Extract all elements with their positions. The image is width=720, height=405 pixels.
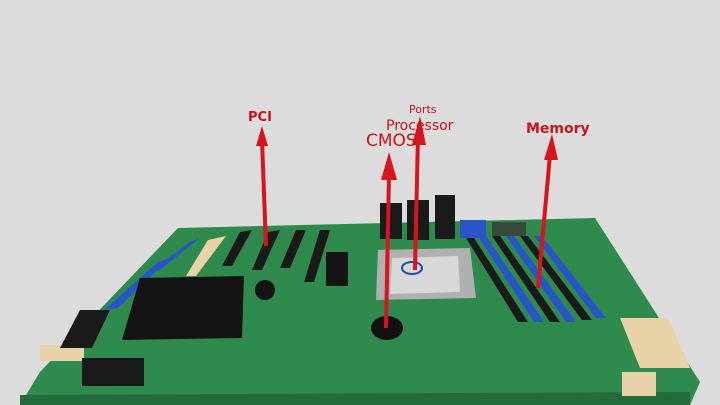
arrow-processor — [412, 116, 426, 271]
label-cmos: CMOS — [366, 131, 417, 151]
arrow-pci — [256, 126, 268, 247]
usb-header — [82, 358, 144, 386]
pci-slots — [104, 230, 330, 310]
capacitor — [255, 280, 275, 300]
label-processor: Processor — [386, 118, 454, 134]
arrow-memory — [536, 134, 558, 289]
chipset-heatsink — [122, 276, 244, 340]
memory-slots — [466, 236, 606, 322]
label-ports: Ports — [409, 103, 437, 116]
label-memory: Memory — [526, 121, 590, 137]
board-edge — [20, 392, 690, 405]
header-connector — [40, 345, 84, 361]
sata-ports — [60, 310, 110, 348]
power-connector — [620, 318, 690, 368]
intel-logo — [401, 261, 423, 275]
rear-ports — [380, 195, 526, 240]
processor-chip — [390, 256, 460, 294]
label-pci: PCI — [248, 110, 272, 125]
power-connector-small — [622, 372, 656, 396]
arrow-cmos — [381, 152, 397, 329]
heatsink-small — [326, 252, 348, 286]
